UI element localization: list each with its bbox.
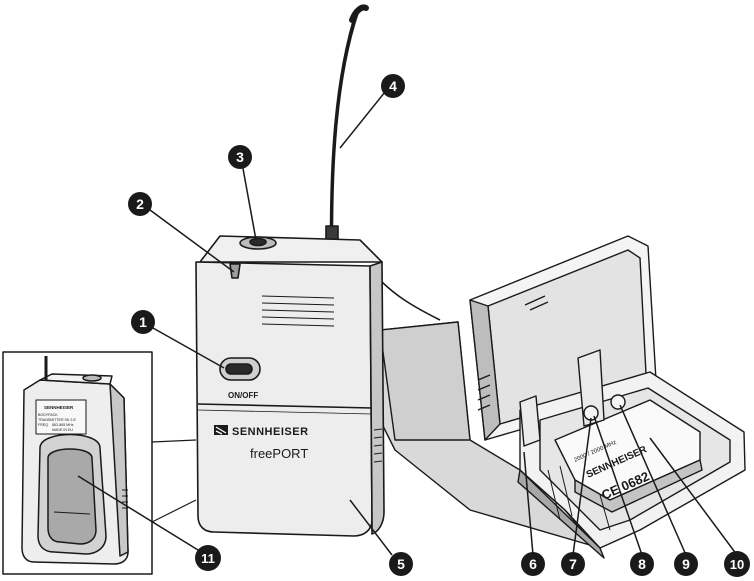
inset-line5: 863-865 MHz <box>52 423 74 427</box>
connection-cable <box>379 279 441 321</box>
inset-line1: BODYPACK <box>38 413 58 417</box>
battery-compartment <box>379 235 746 559</box>
inset-line3: FREQ. <box>38 423 49 427</box>
callout-5-number: 5 <box>397 556 405 572</box>
callout-2-number: 2 <box>136 196 144 212</box>
callout-4-number: 4 <box>389 78 397 94</box>
callout-9: 9 <box>674 552 698 576</box>
callout-11: 11 <box>195 545 221 571</box>
switch-label: ON/OFF <box>228 391 258 400</box>
callout-10-number: 10 <box>730 557 744 572</box>
brand-name: SENNHEISER <box>232 426 309 438</box>
inset-line2: TRANSMITTER SK 2-E <box>38 418 77 422</box>
callout-8: 8 <box>630 552 654 576</box>
callout-11-number: 11 <box>201 551 215 566</box>
callout-5: 5 <box>389 552 413 576</box>
callout-7-number: 7 <box>569 556 577 572</box>
callout-8-number: 8 <box>638 556 646 572</box>
inset-brand: SENNHEISER <box>44 405 74 410</box>
callout-7: 7 <box>561 552 585 576</box>
antenna <box>329 7 361 239</box>
callout-1-number: 1 <box>139 314 147 330</box>
callout-2: 2 <box>128 192 152 216</box>
inset-rear-view <box>2 351 197 575</box>
bodypack-transmitter <box>195 4 385 537</box>
status-led <box>229 263 241 279</box>
callout-10: 10 <box>724 551 750 577</box>
callout-9-number: 9 <box>682 556 690 572</box>
product-name: freePORT <box>250 446 308 461</box>
callout-4: 4 <box>381 74 405 98</box>
callout-leaders <box>77 91 738 556</box>
callout-1: 1 <box>131 310 155 334</box>
callout-3: 3 <box>228 145 252 169</box>
inset-line4: MADE IN EU <box>52 428 73 432</box>
callout-6-number: 6 <box>529 556 537 572</box>
callout-3-number: 3 <box>236 149 244 165</box>
brand-logo <box>214 425 228 435</box>
callout-6: 6 <box>521 552 545 576</box>
